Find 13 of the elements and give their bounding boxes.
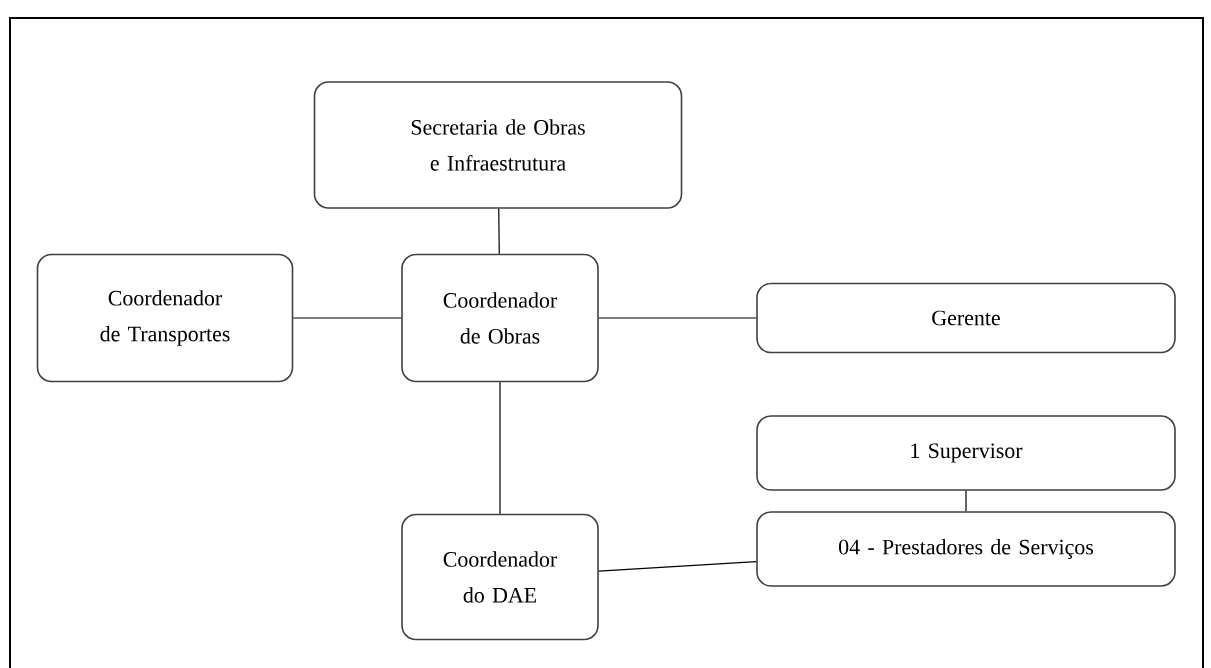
connector-line (598, 317, 757, 319)
connector-line (292, 317, 402, 319)
org-box: Coordenador de Obras (401, 253, 599, 383)
connector-line (499, 381, 501, 515)
connector-line (498, 208, 500, 255)
connector-line (965, 490, 967, 512)
org-box: 1 Supervisor (756, 415, 1176, 491)
org-box: 04 - Prestadores de Serviços (756, 511, 1176, 587)
org-box: Coordenador do DAE (401, 513, 599, 641)
connector-line (598, 561, 757, 572)
org-box: Coordenador de Transportes (36, 253, 294, 383)
org-box: Secretaria de Obras e Infraestrutura (313, 81, 683, 209)
org-box: Gerente (756, 282, 1176, 354)
